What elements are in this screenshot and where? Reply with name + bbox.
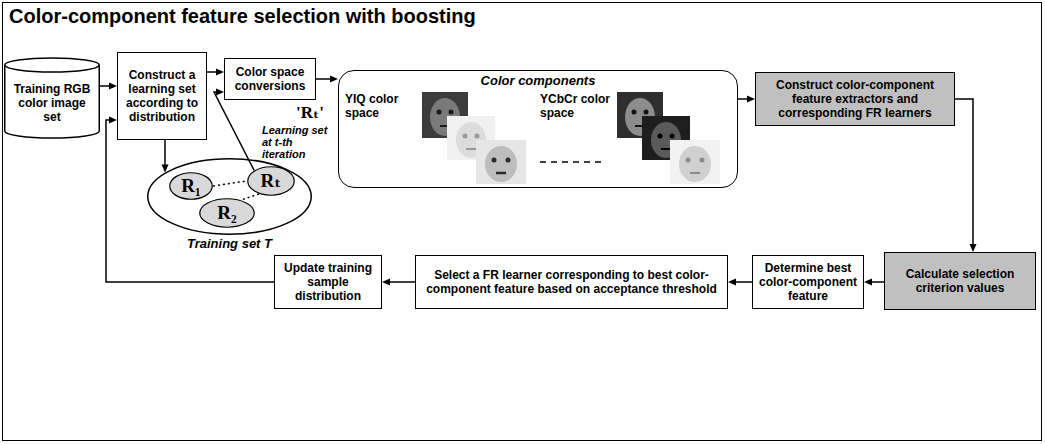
connector-line xyxy=(955,99,973,245)
face-image xyxy=(670,140,720,184)
face-mouth xyxy=(496,172,506,175)
node-text: Select a FR learner corresponding to bes… xyxy=(421,268,722,296)
arrowhead xyxy=(382,279,390,286)
color-space-name: YIQ color space xyxy=(345,92,417,120)
node-text: Training set T xyxy=(127,236,332,252)
face-shape xyxy=(679,146,711,182)
node-text: Rₜ xyxy=(261,170,282,192)
face-eye xyxy=(644,110,649,115)
connector-line xyxy=(738,98,748,100)
training-set-ellipse: Training set TR₁R₂Rₜ xyxy=(147,158,312,235)
face-eye xyxy=(463,134,468,139)
arrowhead xyxy=(747,96,755,103)
set-symbol: 'Rₜ' xyxy=(296,103,324,123)
ellipse-outline xyxy=(148,159,312,235)
connector-line xyxy=(164,140,166,166)
color-space-name: YCbCr color space xyxy=(540,92,614,120)
connector xyxy=(100,83,117,90)
node-text: Construct a learning set according to di… xyxy=(123,68,201,124)
connector xyxy=(955,99,977,252)
arrowhead xyxy=(728,279,736,286)
arrowhead xyxy=(864,279,872,286)
connector-line xyxy=(100,85,110,87)
connector-line xyxy=(241,194,259,200)
node-text: Construct color-component feature extrac… xyxy=(761,78,949,120)
face-eye xyxy=(670,134,675,139)
connector-line xyxy=(316,78,331,80)
node-text: Update training sample distribution xyxy=(280,261,376,303)
process-box: Color space conversions xyxy=(224,58,316,100)
connector-line xyxy=(871,281,884,283)
face-eye xyxy=(686,158,691,163)
face-eye xyxy=(437,110,442,115)
face-mouth xyxy=(466,148,476,150)
database-cylinder: Training RGB color image set xyxy=(4,58,100,138)
face-eye xyxy=(658,134,663,139)
node-text: Color space conversions xyxy=(230,65,310,93)
connector-line xyxy=(106,120,274,282)
arrowhead xyxy=(216,89,224,96)
connector-line xyxy=(735,281,752,283)
face-eye xyxy=(506,158,511,163)
process-box: Construct color-component feature extrac… xyxy=(755,72,955,126)
subset-blob: R₂ xyxy=(199,198,255,228)
node-text: Training RGB color image set xyxy=(8,82,96,124)
continuation-dashes xyxy=(540,161,606,163)
arrowhead xyxy=(109,83,117,90)
iteration-note: Learning set at t-th iteration xyxy=(262,124,332,160)
connector xyxy=(207,69,224,76)
face-eye xyxy=(475,134,480,139)
arrowhead xyxy=(970,244,977,252)
node-text: Color components xyxy=(481,73,596,89)
face-mouth xyxy=(690,172,700,174)
connector xyxy=(316,76,338,83)
connector xyxy=(728,279,752,286)
face-shape xyxy=(485,146,517,182)
node-text: Calculate selection criterion values xyxy=(890,267,1030,295)
connector xyxy=(738,96,755,103)
connector xyxy=(864,279,884,286)
connector-line xyxy=(389,281,415,283)
connector-line xyxy=(213,181,247,186)
blob-outline xyxy=(248,167,295,196)
face-eye xyxy=(632,110,637,115)
connector-line xyxy=(207,71,217,73)
arrowhead xyxy=(109,117,117,124)
process-box: Update training sample distribution xyxy=(274,255,382,309)
process-box: Select a FR learner corresponding to bes… xyxy=(415,255,728,309)
face-mouth xyxy=(661,148,671,150)
process-box: Calculate selection criterion values xyxy=(884,252,1036,310)
connector xyxy=(382,279,415,286)
connector xyxy=(162,140,169,172)
blob-outline xyxy=(200,199,255,228)
color-components-panel: Color components xyxy=(338,70,738,188)
cylinder-lid xyxy=(5,65,100,72)
arrowhead xyxy=(330,76,338,83)
node-text: R₁ xyxy=(181,175,200,197)
face-eye xyxy=(492,158,497,163)
face-eye xyxy=(449,110,454,115)
process-box: Construct a learning set according to di… xyxy=(117,52,207,140)
node-text: R₂ xyxy=(217,202,236,224)
face-image xyxy=(476,140,526,184)
process-box: Determine best color-component feature xyxy=(752,255,864,309)
connector xyxy=(213,181,247,186)
cylinder-body xyxy=(5,58,100,138)
connector xyxy=(106,117,274,283)
node-text: Determine best color-component feature xyxy=(758,261,858,303)
subset-blob: Rₜ xyxy=(247,166,295,196)
connector xyxy=(241,194,259,200)
blob-outline xyxy=(170,173,213,200)
subset-blob: R₁ xyxy=(169,172,213,200)
face-eye xyxy=(700,158,705,163)
arrowhead xyxy=(216,69,224,76)
diagram-title: Color-component feature selection with b… xyxy=(9,5,476,28)
